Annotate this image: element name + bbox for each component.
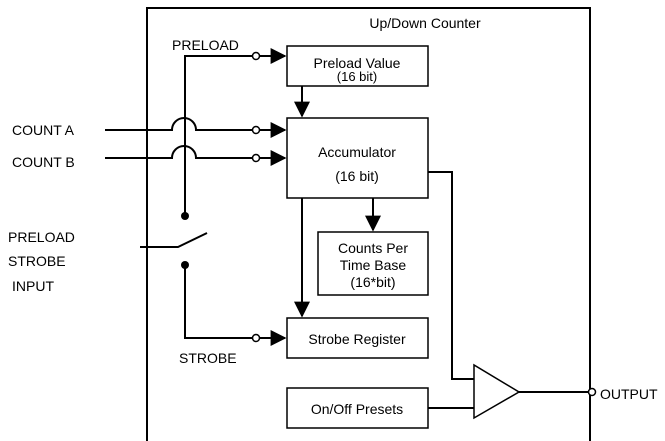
preload-strobe-input-line-3: INPUT [12,278,54,294]
strobe-signal-label: STROBE [179,350,237,366]
on-off-presets-label: On/Off Presets [311,401,403,417]
accumulator-block: Accumulator (16 bit) [286,117,429,199]
count-b-label: COUNT B [12,154,75,170]
preload-strobe-input-line-1: PRELOAD [8,229,75,245]
on-off-presets-block: On/Off Presets [286,387,429,429]
input-bubbles [251,51,597,397]
preload-value-block: Preload Value (16 bit) [286,45,429,87]
preload-value-label: Preload Value [314,55,401,71]
junction-dots [181,212,189,269]
accumulator-label: Accumulator [318,144,396,160]
preload-value-bits: (16 bit) [337,69,377,84]
preload-strobe-input-line-2: STROBE [8,253,66,269]
output-label: OUTPUT [600,386,658,402]
strobe-register-block: Strobe Register [286,317,429,359]
comparator-triangle [473,363,521,420]
count-a-label: COUNT A [12,122,75,138]
wiring [105,55,588,409]
counter-frame [146,7,591,441]
counts-per-label-2: Time Base [340,257,407,273]
preload-signal-label: PRELOAD [172,37,239,53]
counts-per-label-1: Counts Per [338,240,408,256]
counter-title: Up/Down Counter [369,15,481,31]
counts-per-time-base-block: Counts Per Time Base (16*bit) [317,231,429,296]
strobe-register-label: Strobe Register [308,331,406,347]
arrows [259,48,381,346]
counts-per-label-3: (16*bit) [350,274,395,290]
accumulator-bits: (16 bit) [335,168,379,184]
